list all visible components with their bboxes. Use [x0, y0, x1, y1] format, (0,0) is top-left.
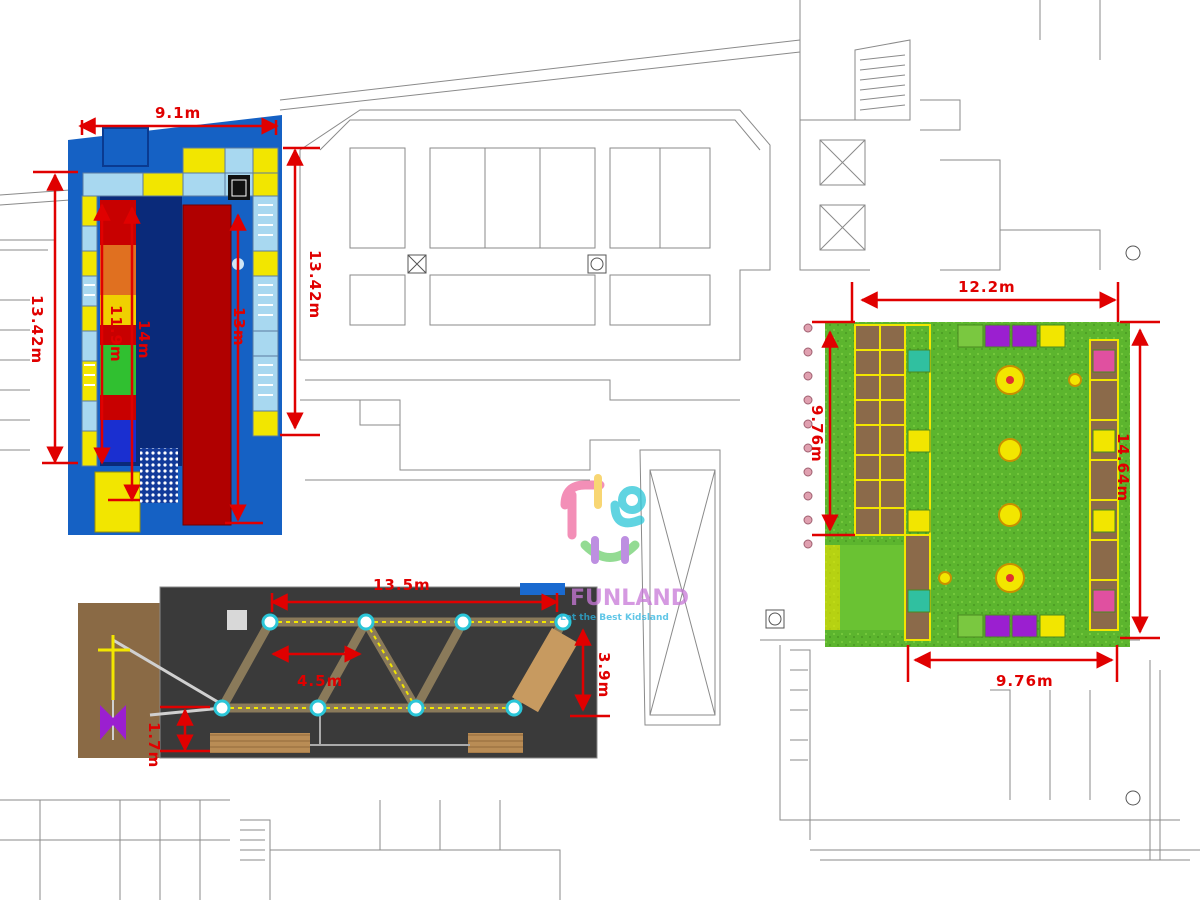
dim-zone-c-left: 9.76m — [808, 405, 826, 463]
column-marker-icon — [765, 609, 785, 629]
column-marker-icon — [407, 254, 427, 274]
column-marker-icon — [309, 699, 327, 717]
dim-zone-b-offset: 1.7m — [145, 722, 163, 768]
dim-zone-b-height: 3.9m — [595, 652, 613, 698]
logo-tagline: Let the Best Kidsland — [560, 613, 669, 623]
dim-zone-a-inner-2: 14m — [135, 320, 153, 360]
column-marker-icon — [261, 613, 279, 631]
logo-name: FUNLAND — [570, 586, 689, 611]
dim-zone-a-height-right: 13.42m — [306, 250, 324, 319]
dim-zone-b-segment: 4.5m — [297, 672, 343, 690]
column-marker-icon — [1125, 245, 1141, 261]
funland-logo-icon: FUNLAND Let the Best Kidsland — [560, 474, 689, 623]
column-marker-icon — [554, 613, 572, 631]
dim-zone-c-top: 12.2m — [958, 278, 1016, 296]
dim-zone-c-right: 14.64m — [1114, 433, 1132, 502]
dim-zone-b-width: 13.5m — [373, 576, 431, 594]
column-marker-icon — [1125, 790, 1141, 806]
zone-a-play-structure — [68, 115, 282, 535]
ball-pit — [140, 448, 178, 503]
column-marker-icon — [407, 699, 425, 717]
column-marker-icon — [357, 613, 375, 631]
dim-zone-a-inner-3: 13m — [230, 307, 248, 347]
zone-c-grass-park — [803, 322, 1130, 647]
column-marker-icon — [213, 699, 231, 717]
column-marker-icon — [454, 613, 472, 631]
zone-b-ninja-course — [78, 583, 598, 759]
column-marker-icon — [505, 699, 523, 717]
dim-zone-a-inner-1: 11.9m — [107, 305, 125, 363]
dim-zone-c-bottom: 9.76m — [996, 672, 1054, 690]
column-marker-icon — [587, 254, 607, 274]
dim-zone-a-height-left: 13.42m — [28, 295, 46, 364]
column-markers — [407, 245, 1141, 806]
red-slide-right — [182, 204, 232, 526]
dim-zone-a-width: 9.1m — [155, 104, 201, 122]
